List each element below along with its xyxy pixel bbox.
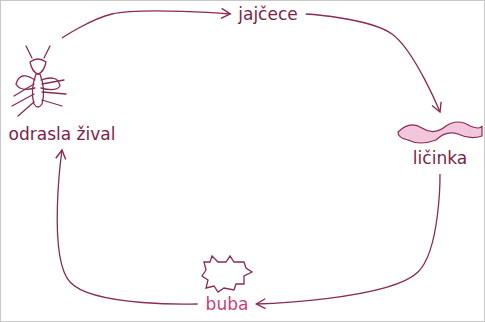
stage-label: buba: [206, 294, 249, 314]
cycle-stage: buba: [202, 252, 253, 316]
cycle-stage: odrasla žival: [5, 42, 120, 146]
stage-label: jajčece: [238, 4, 297, 24]
cycle-arrow: [62, 11, 230, 38]
pupa-drawing: [202, 256, 252, 292]
adult-insect-drawing: [12, 46, 66, 116]
cycle-stage: ličinka: [409, 116, 471, 170]
cycle-stage: jajčece: [234, 2, 301, 26]
cycle-arrow: [256, 174, 440, 304]
stage-label: ličinka: [413, 148, 467, 168]
cycle-arrow: [57, 150, 197, 304]
stage-label: odrasla žival: [9, 124, 116, 144]
cycle-arrow: [306, 14, 440, 112]
larva-drawing: [398, 122, 482, 143]
